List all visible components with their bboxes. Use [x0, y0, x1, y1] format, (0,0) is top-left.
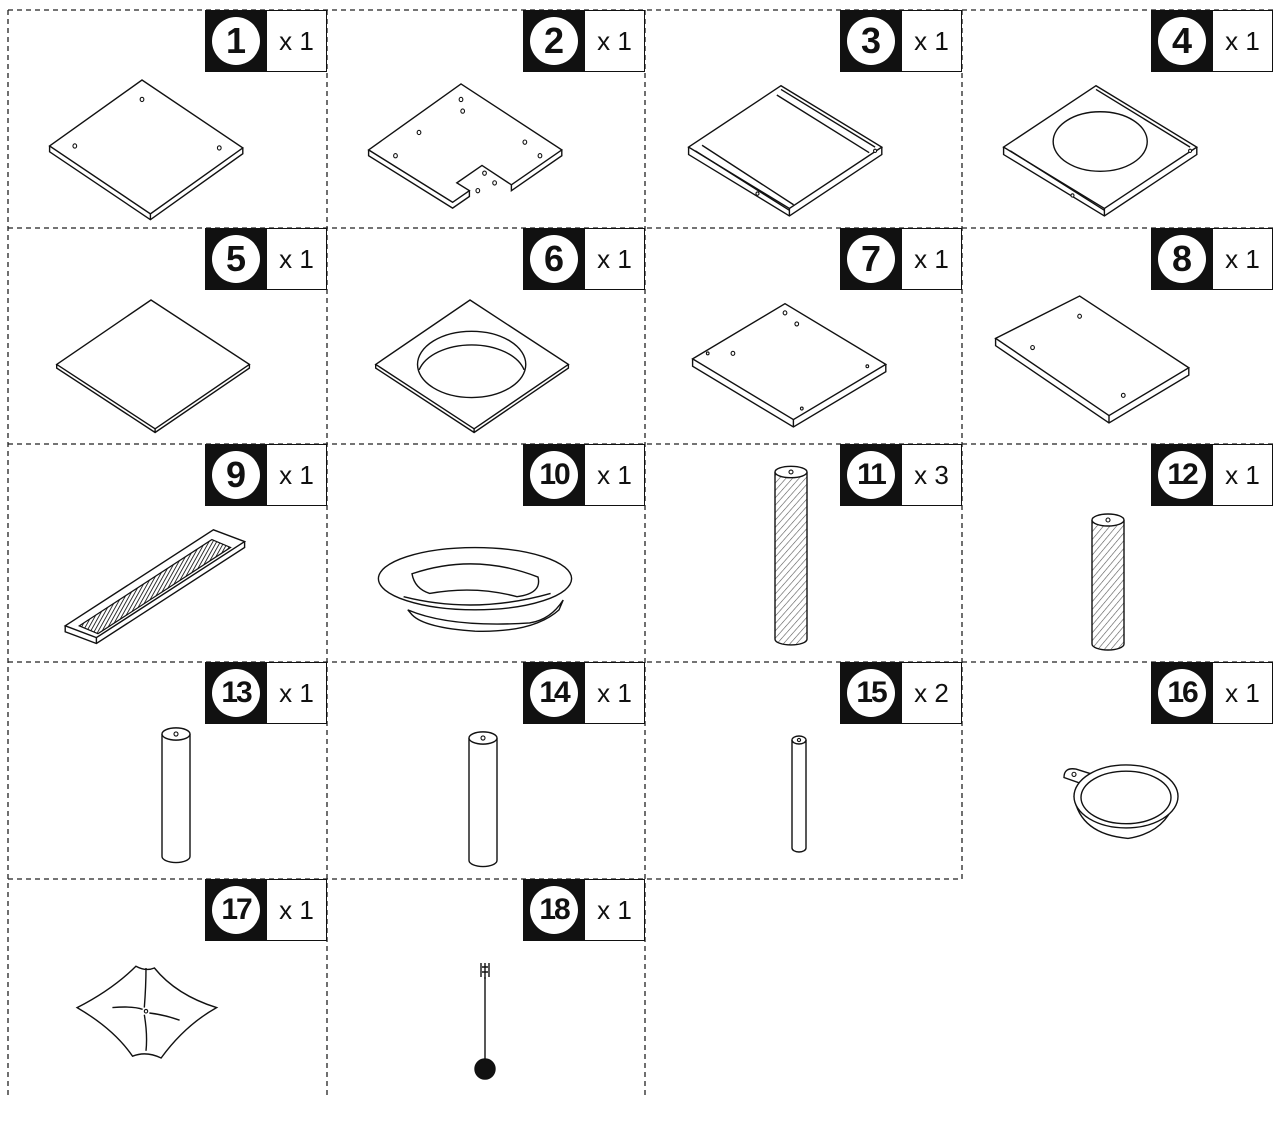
part-cell-15: 15x 2: [645, 662, 962, 879]
part-number: 7: [847, 235, 895, 283]
part-number-badge: 3: [840, 10, 902, 72]
part-number-badge: 7: [840, 228, 902, 290]
part-number-badge: 14: [523, 662, 585, 724]
part-illustration-toy-ball: [335, 963, 635, 1143]
part-quantity: x 1: [902, 10, 962, 72]
part-quantity: x 1: [585, 10, 645, 72]
part-label: 2x 1: [523, 10, 645, 72]
part-number: 14: [530, 669, 578, 717]
part-quantity: x 1: [1213, 10, 1273, 72]
part-number: 10: [530, 451, 578, 499]
part-number: 8: [1158, 235, 1206, 283]
part-number-badge: 9: [205, 444, 267, 506]
part-illustration-post-thin: [649, 740, 949, 920]
part-quantity: x 1: [1213, 444, 1273, 506]
part-number: 13: [212, 669, 260, 717]
part-number: 3: [847, 17, 895, 65]
part-number: 5: [212, 235, 260, 283]
part-number-badge: 15: [840, 662, 902, 724]
part-illustration-cushion: [20, 959, 320, 1139]
part-number: 4: [1158, 17, 1206, 65]
part-quantity: x 1: [585, 879, 645, 941]
part-number: 6: [530, 235, 578, 283]
part-cell-12: 12x 1: [962, 444, 1273, 662]
part-number: 18: [530, 886, 578, 934]
part-number: 9: [212, 451, 260, 499]
part-quantity: x 1: [902, 228, 962, 290]
part-quantity: x 1: [267, 879, 327, 941]
part-number-badge: 12: [1151, 444, 1213, 506]
part-illustration-bowl: [956, 746, 1256, 926]
part-quantity: x 1: [585, 228, 645, 290]
part-number: 12: [1158, 451, 1206, 499]
part-quantity: x 1: [1213, 228, 1273, 290]
part-number-badge: 6: [523, 228, 585, 290]
part-number-badge: 1: [205, 10, 267, 72]
part-quantity: x 1: [585, 444, 645, 506]
part-number-badge: 17: [205, 879, 267, 941]
part-number-badge: 16: [1151, 662, 1213, 724]
part-number: 16: [1158, 669, 1206, 717]
part-number-badge: 4: [1151, 10, 1213, 72]
part-number: 17: [212, 886, 260, 934]
part-quantity: x 1: [1213, 662, 1273, 724]
part-number: 2: [530, 17, 578, 65]
part-number: 1: [212, 17, 260, 65]
part-number-badge: 13: [205, 662, 267, 724]
part-number-badge: 5: [205, 228, 267, 290]
part-number-badge: 10: [523, 444, 585, 506]
part-quantity: x 1: [267, 444, 327, 506]
part-number: 15: [847, 669, 895, 717]
part-quantity: x 1: [267, 228, 327, 290]
part-quantity: x 2: [902, 662, 962, 724]
part-number-badge: 18: [523, 879, 585, 941]
part-quantity: x 1: [267, 10, 327, 72]
part-cell-18: 18x 1: [327, 879, 645, 1095]
part-label: 7x 1: [840, 228, 962, 290]
part-illustration-post-sisal-long: [641, 472, 941, 652]
part-quantity: x 1: [267, 662, 327, 724]
part-quantity: x 1: [585, 662, 645, 724]
part-number-badge: 2: [523, 10, 585, 72]
part-number-badge: 8: [1151, 228, 1213, 290]
